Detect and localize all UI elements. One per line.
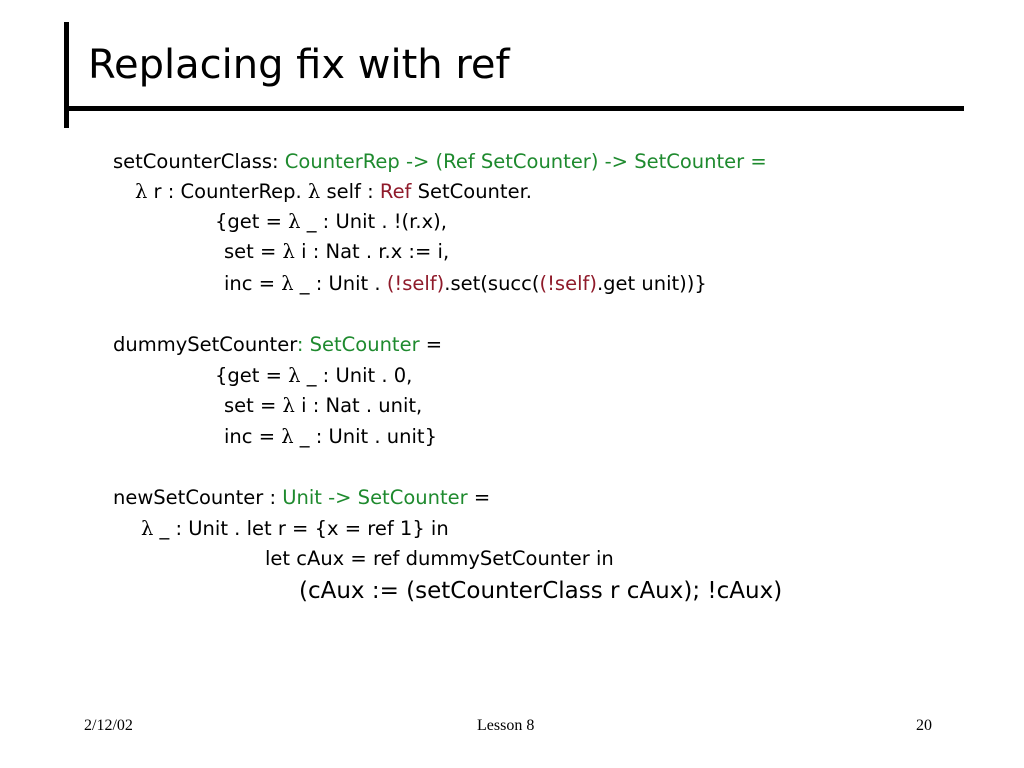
code-line-1: setCounterClass: CounterRep -> (Ref SetC… — [113, 150, 767, 174]
code-token: setCounterClass: — [113, 150, 285, 173]
code-token: _ : Unit . let r = {x = ref 1} in — [153, 517, 449, 540]
code-token: newSetCounter : — [113, 486, 283, 509]
footer-lesson: Lesson 8 — [477, 717, 535, 734]
lambda-symbol: λ — [307, 180, 321, 203]
deref-self: (!self) — [539, 272, 597, 295]
code-token: _ : Unit . — [293, 272, 387, 295]
code-line-13: (cAux := (setCounterClass r cAux); !cAux… — [299, 577, 782, 605]
code-token: {get = — [215, 210, 289, 233]
code-token: set = — [224, 240, 283, 263]
footer-page-number: 20 — [916, 717, 932, 734]
code-line-8: set = λ i : Nat . unit, — [224, 394, 422, 418]
lambda-symbol: λ — [282, 394, 295, 417]
code-line-7: {get = λ _ : Unit . 0, — [215, 364, 412, 388]
type-annotation: CounterRep -> (Ref SetCounter) -> SetCou… — [284, 150, 767, 173]
code-token: _ : Unit . !(r.x), — [300, 210, 447, 233]
footer-date: 2/12/02 — [84, 717, 133, 734]
lambda-symbol: λ — [141, 517, 154, 540]
code-token: {get = — [215, 364, 289, 387]
type-annotation: Unit -> SetCounter — [282, 486, 468, 509]
slide-title: Replacing fix with ref — [88, 42, 510, 88]
code-line-4: set = λ i : Nat . r.x := i, — [224, 240, 449, 264]
code-line-6: dummySetCounter: SetCounter = — [113, 333, 442, 357]
lambda-symbol: λ — [281, 425, 294, 448]
lambda-symbol: λ — [288, 364, 301, 387]
lambda-symbol: λ — [281, 272, 294, 295]
lambda-symbol: λ — [135, 180, 148, 203]
code-token: SetCounter. — [411, 180, 532, 203]
code-token: = — [419, 333, 443, 356]
code-line-9: inc = λ _ : Unit . unit} — [224, 425, 437, 449]
code-token: inc = — [224, 272, 282, 295]
code-token: _ : Unit . 0, — [300, 364, 413, 387]
code-line-5: inc = λ _ : Unit . (!self).set(succ((!se… — [224, 272, 707, 296]
code-token: let cAux = ref dummySetCounter in — [265, 547, 614, 570]
code-line-10: newSetCounter : Unit -> SetCounter = — [113, 486, 490, 510]
lambda-symbol: λ — [282, 240, 295, 263]
code-token: (cAux := (setCounterClass r cAux); !cAux… — [299, 578, 783, 604]
type-annotation: : SetCounter — [296, 333, 420, 356]
code-token: self : — [320, 180, 380, 203]
code-line-12: let cAux = ref dummySetCounter in — [265, 547, 614, 571]
code-line-11: λ _ : Unit . let r = {x = ref 1} in — [141, 517, 449, 541]
title-horizontal-rule — [64, 106, 964, 111]
code-token: inc = — [224, 425, 282, 448]
code-token: i : Nat . unit, — [294, 394, 423, 417]
code-token: dummySetCounter — [113, 333, 297, 356]
code-token: _ : Unit . unit} — [293, 425, 437, 448]
deref-self: (!self) — [386, 272, 445, 295]
code-line-2: λ r : CounterRep. λ self : Ref SetCounte… — [135, 180, 532, 204]
code-token: i : Nat . r.x := i, — [294, 240, 450, 263]
code-token: .set(succ( — [444, 272, 540, 295]
code-line-3: {get = λ _ : Unit . !(r.x), — [215, 210, 447, 234]
lambda-symbol: λ — [288, 210, 301, 233]
code-token: set = — [224, 394, 283, 417]
code-token: = — [467, 486, 491, 509]
ref-keyword: Ref — [379, 180, 412, 203]
code-token: .get unit))} — [596, 272, 707, 295]
title-vertical-rule — [64, 22, 69, 128]
code-token: r : CounterRep. — [147, 180, 308, 203]
